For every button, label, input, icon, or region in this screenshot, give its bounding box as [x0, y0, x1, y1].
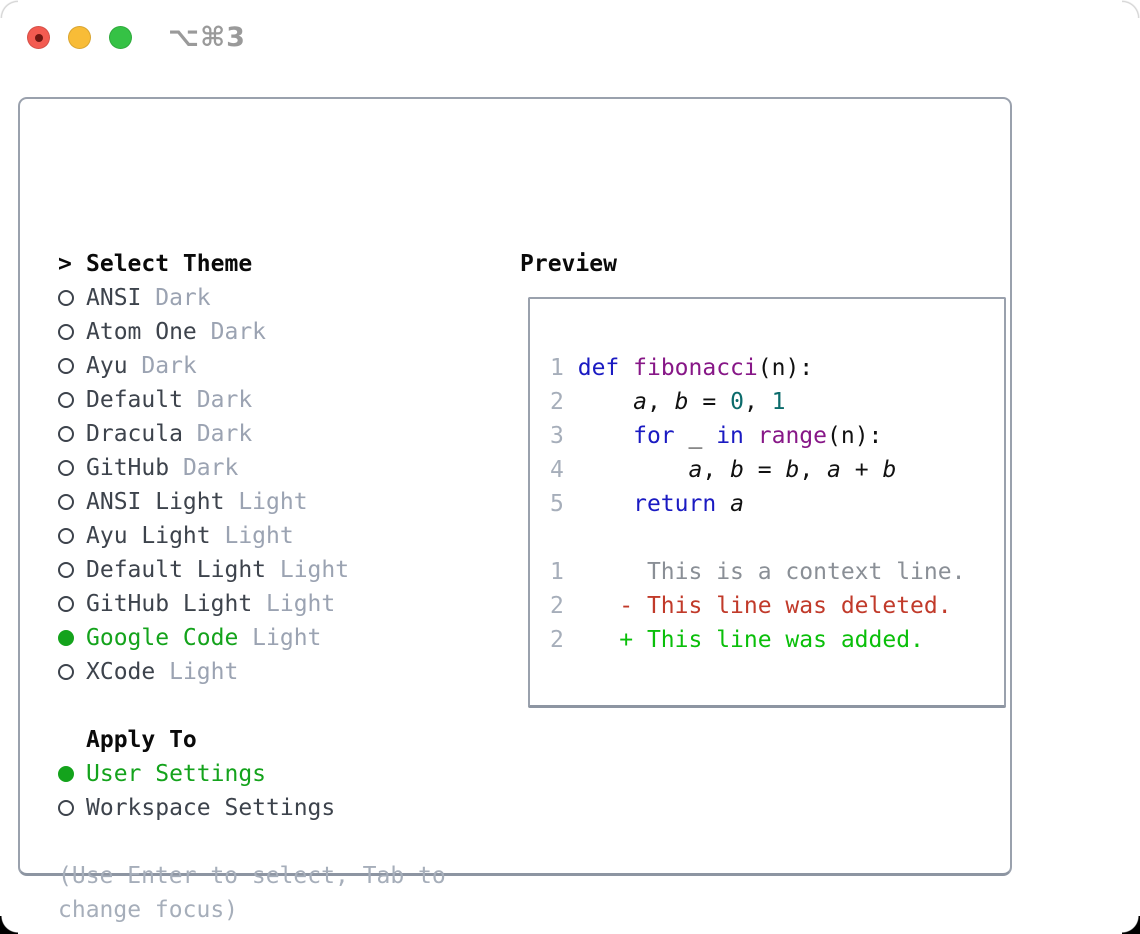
apply-option-label: User Settings — [86, 761, 267, 787]
window-corner — [1122, 916, 1140, 934]
theme-name: GitHub — [86, 455, 170, 481]
context-line: 1 This is a context line. — [550, 559, 966, 585]
theme-variant-label: Dark — [210, 319, 267, 345]
window-corner — [0, 0, 18, 18]
theme-variant-label: Light — [224, 523, 294, 549]
apply-option-user-settings[interactable]: User Settings — [58, 757, 335, 791]
theme-option-github-light[interactable]: GitHub Light Light — [58, 587, 349, 621]
radio-icon — [58, 562, 74, 578]
window-corner — [0, 916, 18, 934]
traffic-lights — [27, 26, 132, 49]
theme-variant-label: Light — [266, 591, 336, 617]
radio-icon — [58, 460, 74, 476]
theme-option-google-code[interactable]: Google Code Light — [58, 621, 349, 655]
blank-line — [550, 521, 1004, 555]
added-line: 2 + This line was added. — [550, 627, 924, 653]
theme-name: GitHub Light — [86, 591, 253, 617]
theme-option-dracula[interactable]: Dracula Dark — [58, 417, 349, 451]
theme-name: Ayu — [86, 353, 128, 379]
theme-variant-label: Dark — [196, 387, 253, 413]
theme-name: Default — [86, 387, 183, 413]
radio-icon — [58, 800, 74, 816]
apply-to-header: Apply To — [58, 723, 335, 757]
line-number: 1 — [550, 355, 564, 381]
hint-text: (Use Enter to select, Tab to change focu… — [58, 859, 446, 927]
traffic-light-minimize-button[interactable] — [68, 26, 91, 49]
theme-name: Google Code — [86, 625, 239, 651]
theme-variant-label: Dark — [141, 353, 197, 379]
apply-option-label: Workspace Settings — [86, 795, 336, 821]
window-shortcut-label: ⌥⌘3 — [168, 22, 246, 53]
theme-list-title: Select Theme — [86, 251, 253, 277]
theme-name: Dracula — [86, 421, 183, 447]
theme-name: Default Light — [86, 557, 267, 583]
radio-icon — [58, 392, 74, 408]
theme-option-xcode[interactable]: XCode Light — [58, 655, 349, 689]
window-corner — [1122, 0, 1140, 18]
theme-option-github[interactable]: GitHub Dark — [58, 451, 349, 485]
traffic-light-close-button[interactable] — [27, 26, 50, 49]
radio-icon — [58, 426, 74, 442]
theme-name: Ayu Light — [86, 523, 211, 549]
theme-option-default[interactable]: Default Dark — [58, 383, 349, 417]
radio-icon — [58, 290, 74, 306]
code-preview: 1 def fibonacci(n): 2 a, b = 0, 1 3 for _ … — [530, 299, 1004, 657]
theme-name: ANSI — [86, 285, 142, 311]
theme-option-ansi-light[interactable]: ANSI Light Light — [58, 485, 349, 519]
line-number: 1 — [550, 559, 564, 585]
radio-icon — [58, 664, 74, 680]
theme-variant-label: Light — [279, 557, 350, 583]
radio-icon — [58, 528, 74, 544]
radio-icon — [58, 324, 74, 340]
code-line: 1 def fibonacci(n): — [550, 355, 814, 381]
theme-option-ansi[interactable]: ANSI Dark — [58, 281, 349, 315]
theme-variant-label: Dark — [182, 455, 239, 481]
deleted-line: 2 - This line was deleted. — [550, 593, 952, 619]
radio-icon — [58, 494, 74, 510]
preview-panel: 1 def fibonacci(n): 2 a, b = 0, 1 3 for _ … — [528, 297, 1006, 708]
theme-list-header: > Select Theme — [58, 247, 349, 281]
theme-option-ayu[interactable]: Ayu Dark — [58, 349, 349, 383]
theme-name: Atom One — [86, 319, 197, 345]
line-number: 5 — [550, 491, 564, 517]
theme-variant-label: Dark — [155, 285, 211, 311]
radio-icon — [58, 358, 74, 374]
code-line: 5 return a — [550, 491, 744, 517]
traffic-light-zoom-button[interactable] — [109, 26, 132, 49]
preview-title: Preview — [520, 251, 617, 277]
apply-option-workspace-settings[interactable]: Workspace Settings — [58, 791, 335, 825]
line-number: 3 — [550, 423, 564, 449]
theme-option-ayu-light[interactable]: Ayu Light Light — [58, 519, 349, 553]
theme-variant-label: Light — [238, 489, 308, 515]
radio-selected-icon — [58, 766, 74, 782]
code-line: 4 a, b = b, a + b — [550, 457, 897, 483]
focus-cursor-icon: > — [58, 251, 72, 277]
theme-option-atom-one[interactable]: Atom One Dark — [58, 315, 349, 349]
hint-line-1: (Use Enter to select, Tab to — [58, 863, 446, 889]
theme-variant-label: Light — [252, 625, 322, 651]
theme-name: XCode — [86, 659, 156, 685]
close-dot-icon — [34, 33, 43, 42]
radio-icon — [58, 596, 74, 612]
code-line: 2 a, b = 0, 1 — [550, 389, 786, 415]
radio-selected-icon — [58, 630, 74, 646]
line-number — [550, 525, 564, 551]
theme-name: ANSI Light — [86, 489, 225, 515]
hint-line-2: change focus) — [58, 897, 239, 923]
theme-option-default-light[interactable]: Default Light Light — [58, 553, 349, 587]
line-number: 4 — [550, 457, 564, 483]
code-line: 3 for _ in range(n): — [550, 423, 883, 449]
line-number: 2 — [550, 627, 564, 653]
theme-variant-label: Light — [169, 659, 239, 685]
line-number: 2 — [550, 389, 564, 415]
theme-variant-label: Dark — [196, 421, 253, 447]
apply-to-title: Apply To — [86, 727, 197, 753]
line-number: 2 — [550, 593, 564, 619]
